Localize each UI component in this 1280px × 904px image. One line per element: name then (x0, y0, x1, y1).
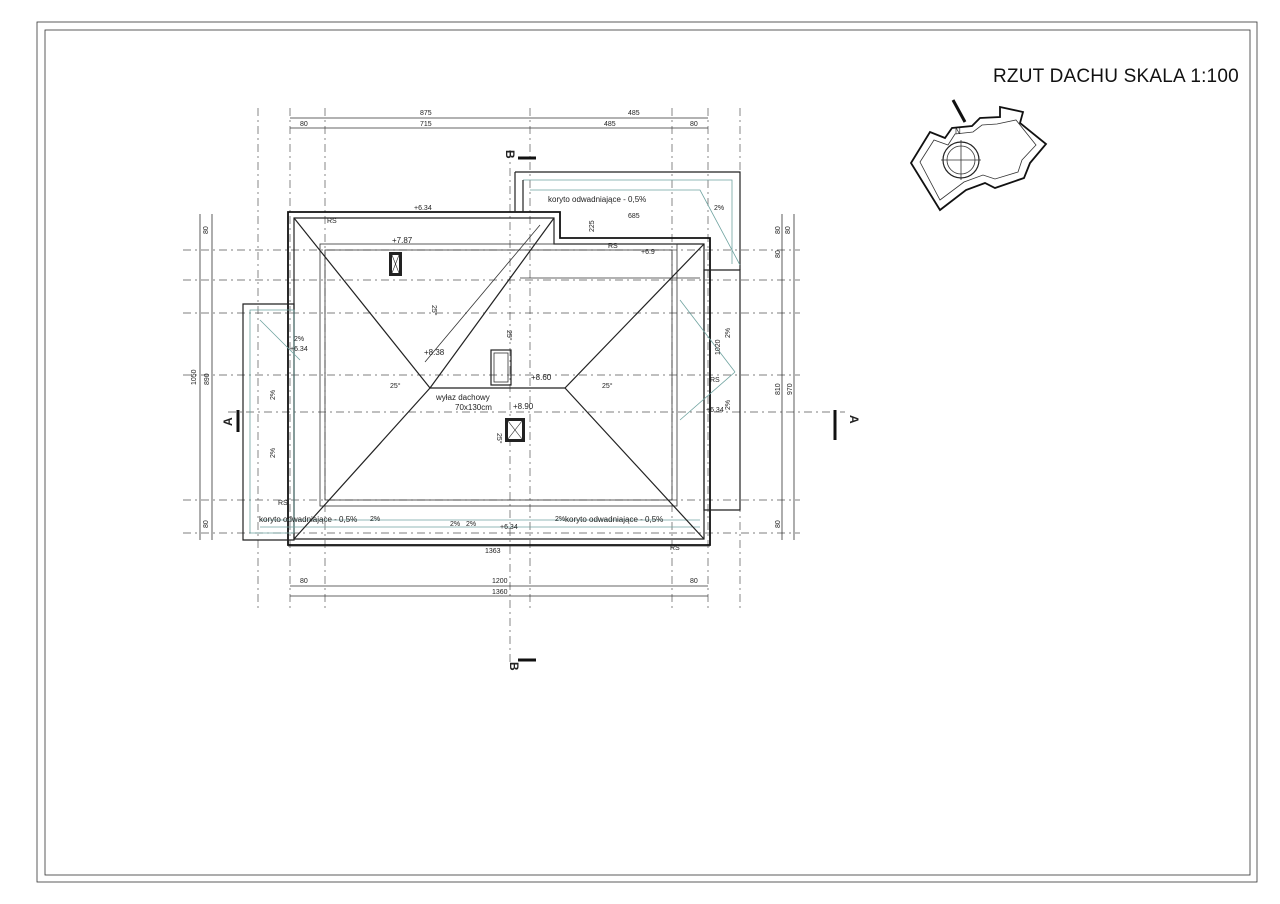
section-label-a-left: A (221, 417, 235, 426)
roof-hatch-label-line2: 70x130cm (455, 403, 492, 412)
dimensions-left: 80 1050 890 80 (191, 214, 213, 540)
roof-hatch (490, 349, 512, 386)
svg-text:+8.38: +8.38 (424, 348, 445, 357)
svg-text:2%: 2% (555, 516, 565, 523)
gutter-slope-labels: 2% 2% 2% 2% 2% 2% 2% 2% 2% 2% (270, 205, 732, 528)
dimensions-bottom: 1363 80 1200 80 1360 (288, 545, 710, 597)
svg-text:1050: 1050 (191, 369, 198, 385)
gutter-label-bottom-left: koryto odwadniające - 0,5% (259, 515, 357, 524)
hip-roof (293, 217, 705, 540)
roof-hatch-label-line1: wyłaz dachowy (435, 393, 490, 402)
section-label-a-right: A (847, 415, 861, 424)
svg-text:875: 875 (420, 110, 432, 117)
svg-text:RS: RS (710, 377, 720, 384)
svg-text:RS: RS (670, 545, 680, 552)
svg-text:+6.9: +6.9 (641, 249, 655, 256)
svg-text:810: 810 (775, 383, 782, 395)
svg-text:2%: 2% (294, 336, 304, 343)
svg-text:80: 80 (775, 226, 782, 234)
svg-text:80: 80 (203, 520, 210, 528)
svg-text:890: 890 (204, 373, 211, 385)
chimney-2 (505, 418, 525, 442)
chimney-1 (389, 252, 402, 276)
svg-text:RS: RS (278, 500, 288, 507)
svg-text:1020: 1020 (715, 339, 722, 355)
svg-text:RS: RS (608, 243, 618, 250)
roof-angle-labels: 25° 25° 25° 25° 25° (390, 305, 613, 444)
svg-text:80: 80 (300, 578, 308, 585)
svg-text:+6.34: +6.34 (500, 524, 518, 531)
top-flat-roof (515, 171, 741, 270)
gutter-label-top: koryto odwadniające - 0,5% (548, 195, 646, 204)
dimensions-inner: 225 685 1020 (589, 213, 722, 355)
svg-text:25°: 25° (495, 433, 503, 444)
svg-text:80: 80 (690, 121, 698, 128)
section-marker-a-right: A (833, 410, 861, 440)
svg-text:2%: 2% (450, 521, 460, 528)
svg-text:2%: 2% (725, 328, 732, 338)
sheet-inner-border (44, 29, 1251, 876)
svg-text:485: 485 (604, 121, 616, 128)
sheet-outer-border (36, 21, 1258, 883)
svg-text:1363: 1363 (485, 548, 501, 555)
svg-text:+6.34: +6.34 (414, 205, 432, 212)
svg-text:1200: 1200 (492, 578, 508, 585)
gutter-label-bottom-right: koryto odwadniające - 0,5% (565, 515, 663, 524)
drawing-title: RZUT DACHU SKALA 1:100 (993, 66, 1239, 87)
right-flat-roof (703, 269, 741, 511)
svg-text:25°: 25° (505, 330, 513, 341)
svg-text:+8.60: +8.60 (531, 373, 552, 382)
svg-text:80: 80 (775, 520, 782, 528)
svg-text:25°: 25° (602, 382, 613, 390)
svg-text:80: 80 (690, 578, 698, 585)
section-marker-b-top: B (503, 150, 536, 160)
svg-text:+6.34: +6.34 (290, 346, 308, 353)
roof-eaves-outline (287, 211, 711, 546)
svg-text:80: 80 (203, 226, 210, 234)
svg-text:80: 80 (775, 250, 782, 258)
svg-text:1360: 1360 (492, 589, 508, 596)
svg-text:+6.34: +6.34 (706, 407, 724, 414)
dimensions-right: 80 80 80 810 970 80 (775, 214, 795, 540)
svg-text:RS: RS (327, 218, 337, 225)
svg-text:25°: 25° (390, 382, 401, 390)
svg-text:2%: 2% (370, 516, 380, 523)
left-flat-roof (242, 303, 295, 541)
svg-text:225: 225 (589, 220, 596, 232)
section-marker-b-bottom: B (507, 658, 536, 671)
rs-markers: RS RS RS RS RS (278, 218, 720, 552)
north-label: N (955, 127, 961, 136)
svg-text:+7.87: +7.87 (392, 236, 413, 245)
svg-text:2%: 2% (270, 448, 277, 458)
svg-text:2%: 2% (270, 390, 277, 400)
svg-text:2%: 2% (725, 400, 732, 410)
svg-text:25°: 25° (430, 305, 438, 316)
svg-text:485: 485 (628, 110, 640, 117)
roof-inner-outline (293, 217, 705, 540)
svg-text:80: 80 (300, 121, 308, 128)
dimensions-top: 875 485 80 715 485 80 (290, 110, 708, 129)
svg-text:715: 715 (420, 121, 432, 128)
svg-text:80: 80 (785, 226, 792, 234)
section-label-b-top: B (503, 150, 517, 159)
section-marker-a-left: A (221, 410, 240, 432)
section-label-b-bottom: B (507, 662, 521, 671)
svg-text:2%: 2% (714, 205, 724, 212)
svg-text:+8.90: +8.90 (513, 402, 534, 411)
svg-text:970: 970 (787, 383, 794, 395)
svg-text:2%: 2% (466, 521, 476, 528)
north-arrow-key-plan: N (909, 99, 1048, 212)
elevation-labels: +6.34 +7.87 +8.38 +8.60 +8.90 +6.34 +6.3… (290, 205, 724, 531)
svg-text:685: 685 (628, 213, 640, 220)
